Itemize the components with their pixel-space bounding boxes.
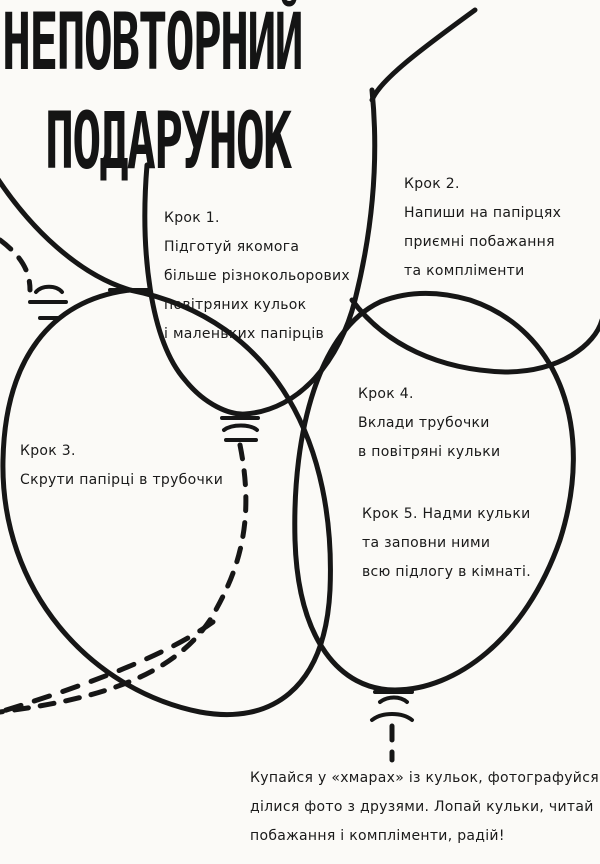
string-dashed-far-left (0, 619, 216, 715)
step-5-heading: Крок 5. Надми кульки (362, 506, 531, 522)
balloon-outline-right-top (349, 297, 600, 375)
step-2-line: та компліменти (404, 263, 525, 279)
page-title-line1: НЕПОВТОРНИЙ (2, 0, 304, 88)
step-3-line: Скрути папірці в трубочки (20, 472, 224, 488)
step-2-line: приємні побажання (404, 234, 555, 250)
step-4-heading: Крок 4. (358, 386, 414, 402)
final-instructions: Купайся у «хмарах» із кульок, фотографуй… (250, 764, 600, 851)
step-1-note: Крок 1. Підготуй якомога більше різнокол… (164, 204, 350, 349)
step-3-heading: Крок 3. (20, 443, 76, 459)
step-2-line: Напиши на папірцях (404, 205, 562, 221)
step-1-line: більше різнокольорових (164, 268, 351, 284)
step-1-line: Підготуй якомога (164, 239, 300, 255)
step-4-line: Вклади трубочки (358, 415, 490, 431)
step-5-line: всю підлогу в кімнаті. (362, 564, 531, 580)
step-3-note: Крок 3. Скрути папірці в трубочки (20, 437, 223, 495)
balloon-outline-right-lower (292, 291, 576, 693)
step-1-line: повітряних кульок (164, 297, 307, 313)
final-line: Купайся у «хмарах» із кульок, фотографуй… (250, 770, 600, 786)
step-5-line: та заповни ними (362, 535, 491, 551)
step-1-heading: Крок 1. (164, 210, 220, 226)
string-dashed-left (0, 237, 33, 293)
step-4-line: в повітряні кульки (358, 444, 501, 460)
step-2-heading: Крок 2. (404, 176, 460, 192)
balloon-outline-top-left (0, 177, 133, 293)
string-dashed-center (0, 442, 249, 715)
balloon-knot-center (220, 416, 260, 442)
balloon-knot-right (370, 690, 414, 722)
step-4-note: Крок 4. Вклади трубочки в повітряні куль… (358, 380, 500, 467)
step-1-line: і маленьких папірців (164, 326, 325, 342)
step-5-note: Крок 5. Надми кульки та заповни ними всю… (362, 500, 531, 587)
step-2-note: Крок 2. Напиши на папірцях приємні побаж… (404, 170, 561, 286)
final-line: побажання і компліменти, радій! (250, 828, 505, 844)
balloon-outline-right-top-edge (369, 7, 478, 103)
balloon-knot-left (28, 284, 68, 320)
balloon-outline-center (142, 87, 378, 417)
final-line: ділися фото з друзями. Лопай кульки, чит… (250, 799, 594, 815)
page-title-line2: ПОДАРУНОК (45, 97, 292, 187)
